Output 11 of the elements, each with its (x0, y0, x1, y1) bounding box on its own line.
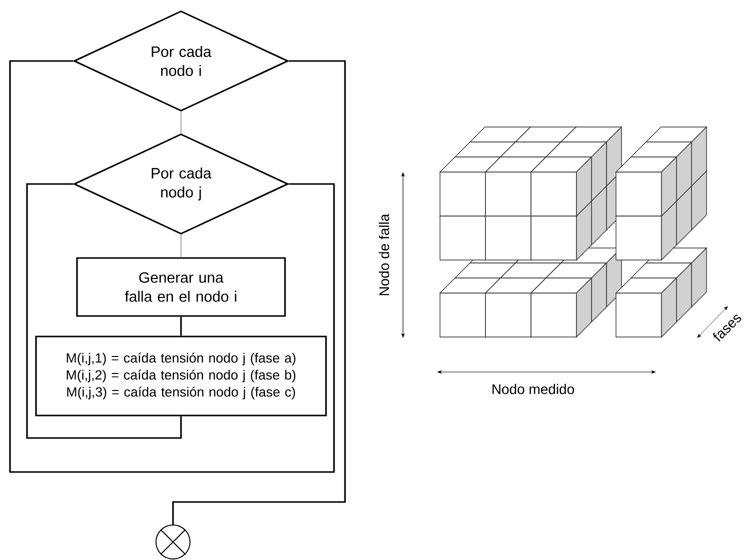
terminator-circle (156, 524, 190, 560)
process-box: M(i,j,1) = caída tensión nodo j (fase a) M(i,j,2) = caída tensión nodo j (fase b) M(i,j,3) = caída tensión nodo j (fase c) (35, 336, 327, 416)
connector-line (172, 60, 346, 524)
axis-label: Nodo de falla (378, 214, 390, 296)
connector-line (180, 316, 182, 336)
connector-line (180, 234, 182, 258)
connector-line (9, 60, 335, 473)
connector-line (180, 111, 182, 134)
axis-label: Nodo medido (492, 384, 574, 394)
process-box: Generar una falla en el nodo i (76, 257, 286, 317)
connector-line (26, 183, 182, 439)
